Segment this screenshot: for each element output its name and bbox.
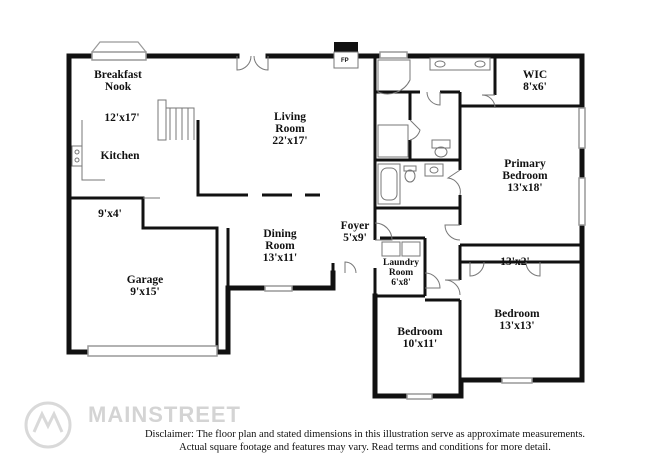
- room-name-line1: Laundry: [383, 258, 419, 268]
- room-bedroom-middle: Bedroom 10'x11': [385, 326, 455, 350]
- bay-window: [91, 41, 147, 53]
- watermark-text: MAINSTREET: [88, 402, 241, 427]
- room-name: Bedroom: [494, 308, 540, 320]
- disclaimer: Disclaimer: The floor plan and stated di…: [80, 428, 650, 454]
- watermark-logo: [24, 401, 72, 449]
- room-foyer: Foyer 5'x9': [330, 220, 380, 244]
- room-primary-bedroom: Primary Bedroom 13'x18': [490, 158, 560, 194]
- room-name-line2: Nook: [104, 81, 132, 93]
- room-dim: 6'x8': [391, 278, 411, 288]
- room-wic: WIC 8'x6': [510, 69, 560, 93]
- fixtures: [71, 57, 491, 257]
- room-name-line2: Bedroom: [502, 170, 548, 182]
- room-kitchen: Kitchen: [100, 150, 140, 162]
- room-laundry: Laundry Room 6'x8': [378, 258, 424, 288]
- room-name-line1: Living: [274, 111, 306, 123]
- room-dim: 22'x17': [272, 135, 308, 147]
- room-living-room: Living Room 22'x17': [260, 111, 320, 147]
- interior-walls: [69, 56, 582, 380]
- room-name-line1: Dining: [263, 228, 297, 240]
- windows: [87, 51, 586, 400]
- room-dim: 8'x6': [523, 81, 547, 93]
- room-name-line2: Room: [275, 123, 305, 135]
- room-dim: 13'x13': [499, 320, 535, 332]
- room-dim: 9'x15': [130, 286, 160, 298]
- room-name-line1: Breakfast: [94, 69, 142, 81]
- room-bedroom-right: Bedroom 13'x13': [482, 308, 552, 332]
- room-name-line2: Room: [388, 268, 414, 278]
- room-name: Garage: [126, 274, 164, 286]
- room-hall-closet-dim: 13'x2': [500, 256, 530, 268]
- room-garage: Garage 9'x15': [115, 274, 175, 298]
- fireplace: [333, 42, 359, 69]
- disclaimer-line2: Actual square footage and features may v…: [179, 442, 551, 453]
- room-name-line1: Primary: [504, 158, 546, 170]
- room-dim: 13'x11': [262, 252, 298, 264]
- room-name: Bedroom: [397, 326, 443, 338]
- room-breakfast-nook: Breakfast Nook: [88, 69, 148, 93]
- room-garage-entry-dim: 9'x4': [98, 208, 122, 220]
- room-name: Foyer: [340, 220, 370, 232]
- room-dim: 13'x18': [507, 182, 543, 194]
- room-name-line2: Room: [265, 240, 295, 252]
- room-name: WIC: [522, 69, 548, 81]
- room-dining-room: Dining Room 13'x11': [250, 228, 310, 264]
- room-dim: 10'x11': [402, 338, 438, 350]
- room-breakfast-nook-dim: 12'x17': [104, 112, 140, 124]
- fireplace-label: FP: [341, 58, 349, 64]
- exterior-walls: [66, 53, 585, 399]
- room-dim: 5'x9': [343, 232, 367, 244]
- disclaimer-line1: Disclaimer: The floor plan and stated di…: [144, 429, 586, 440]
- doors: [143, 55, 541, 296]
